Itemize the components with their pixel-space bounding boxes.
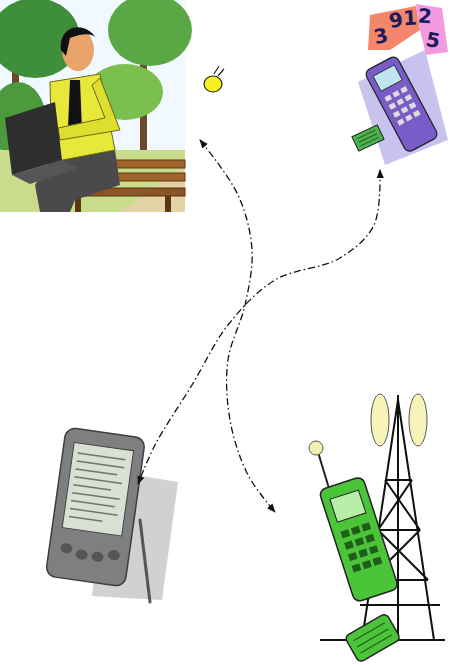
key — [401, 106, 409, 113]
key — [352, 563, 362, 572]
pda-button — [60, 543, 73, 555]
key — [373, 557, 383, 566]
key — [362, 560, 372, 569]
phone-flip — [344, 613, 401, 663]
laptop-keyboard — [12, 160, 78, 184]
phone-shadow — [358, 50, 448, 165]
key — [392, 90, 400, 97]
dial-number: 1 — [402, 8, 417, 29]
phone-screen — [373, 65, 402, 91]
dial-number: 5 — [424, 29, 441, 51]
pda-node — [40, 484, 165, 610]
tower-dish — [409, 394, 427, 446]
stylus — [140, 520, 150, 602]
pda — [45, 427, 178, 602]
dial-number: 2 — [417, 6, 432, 27]
tower-dish — [371, 394, 389, 446]
cell-tower — [309, 394, 445, 663]
key — [340, 529, 350, 538]
tower-frame — [320, 395, 445, 640]
hair — [61, 27, 96, 56]
key — [404, 94, 412, 101]
key — [413, 110, 421, 117]
key — [355, 537, 365, 546]
pda-button — [75, 549, 88, 561]
antenna-tip — [309, 441, 323, 455]
phone-body — [319, 476, 399, 602]
key — [365, 534, 375, 543]
dial-number: 9 — [388, 9, 405, 31]
key — [389, 103, 397, 110]
key — [397, 98, 405, 105]
pda-button — [107, 549, 120, 561]
tree-crown — [108, 0, 192, 66]
phone-screen — [330, 490, 366, 522]
pda-button — [91, 551, 104, 563]
key — [344, 541, 354, 550]
key — [358, 549, 368, 558]
motion-lines — [214, 66, 224, 76]
laptop-user — [0, 0, 200, 215]
keypad-lines — [357, 130, 379, 146]
number-patch — [368, 6, 420, 50]
dial-number: 3 — [372, 25, 390, 47]
phone-keypad — [352, 125, 384, 151]
ball — [204, 66, 224, 92]
mobile-phone-node: 39125 — [352, 5, 452, 170]
key — [351, 526, 361, 535]
key — [405, 114, 413, 121]
arm — [58, 78, 120, 140]
pda-screen — [62, 442, 133, 536]
number-patch — [416, 4, 448, 55]
connector-arrow — [138, 170, 380, 484]
key — [393, 110, 401, 117]
key — [397, 118, 405, 125]
key — [348, 552, 358, 561]
key — [409, 102, 417, 109]
mobile-phone — [352, 4, 448, 165]
ball-shape — [204, 76, 222, 92]
key — [361, 522, 371, 531]
key — [384, 95, 392, 102]
bench-leg — [165, 196, 171, 212]
cell-tower-node — [275, 390, 445, 660]
pda-body — [45, 427, 145, 587]
key — [369, 545, 379, 554]
screen-lines — [69, 453, 125, 523]
key — [400, 86, 408, 93]
park-scene — [0, 0, 192, 212]
flip-lines — [354, 623, 392, 653]
connector-arrow — [200, 140, 275, 512]
